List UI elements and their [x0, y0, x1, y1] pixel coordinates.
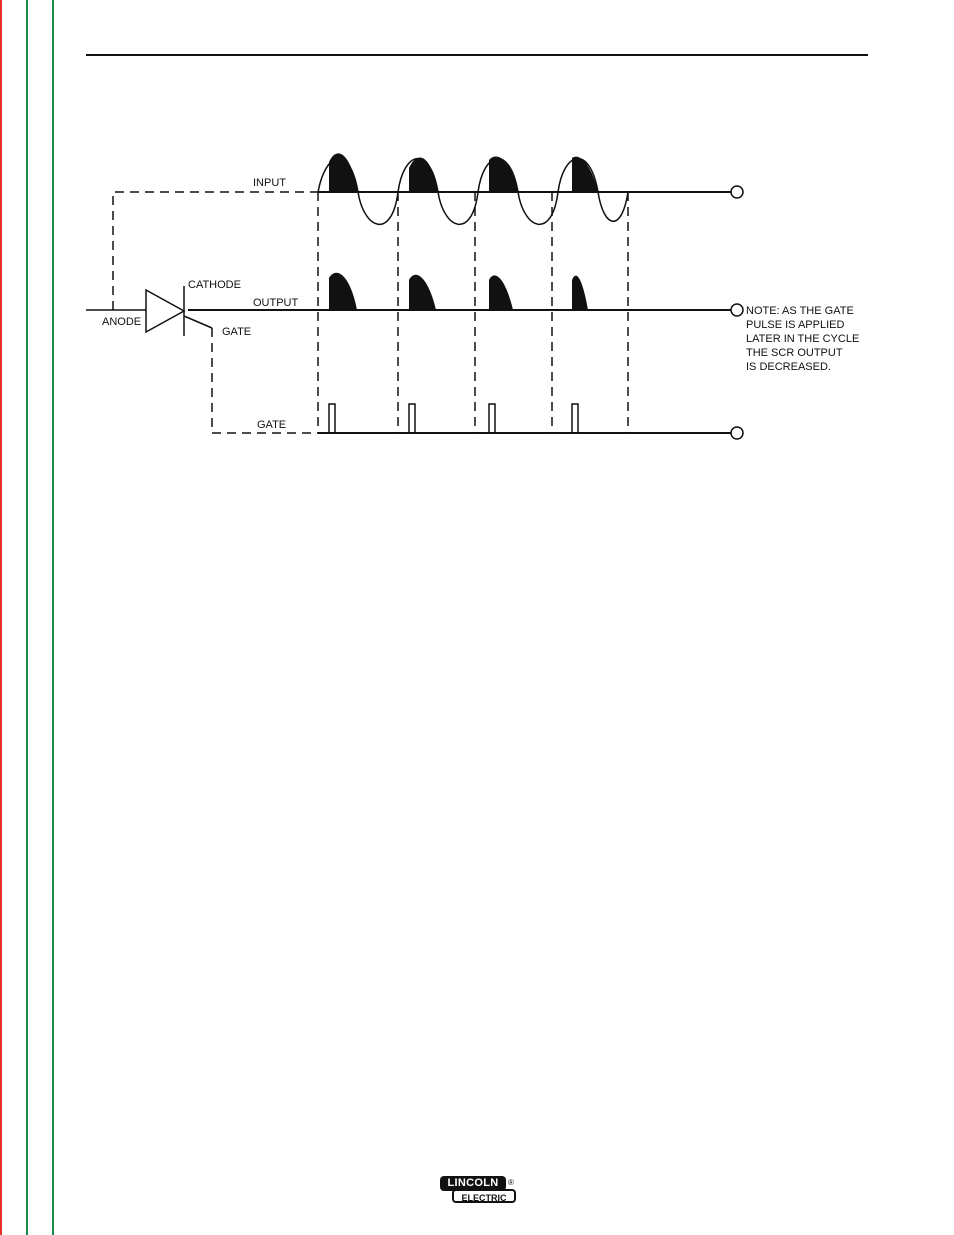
output-pulse-2 — [409, 275, 436, 310]
lincoln-electric-logo: LINCOLN ELECTRIC ® — [440, 1176, 520, 1206]
output-pulse-1 — [329, 273, 357, 310]
note-block: NOTE: AS THE GATE PULSE IS APPLIED LATER… — [746, 305, 859, 373]
input-label: INPUT — [253, 177, 286, 189]
output-pulse-3 — [489, 275, 513, 310]
output-terminal — [731, 304, 743, 316]
anode-dashed-lead — [113, 192, 318, 310]
input-conduction-1 — [329, 153, 358, 192]
input-terminal — [731, 186, 743, 198]
note-line-5: IS DECREASED. — [746, 361, 831, 373]
note-line-2: PULSE IS APPLIED — [746, 319, 844, 331]
gate-dashed-lead — [212, 328, 318, 433]
gate-pulse-4 — [572, 404, 578, 433]
gate-terminal-label: GATE — [222, 326, 251, 338]
note-line-1: NOTE: AS THE GATE — [746, 305, 854, 317]
cathode-label: CATHODE — [188, 279, 241, 291]
note-line-3: LATER IN THE CYCLE — [746, 333, 859, 345]
output-label: OUTPUT — [253, 297, 299, 309]
registered-mark: ® — [508, 1178, 514, 1187]
note-line-4: THE SCR OUTPUT — [746, 347, 843, 359]
gate-pulse-2 — [409, 404, 415, 433]
gate-signal-label: GATE — [257, 419, 286, 431]
output-pulse-4 — [572, 276, 588, 310]
gate-pulse-1 — [329, 404, 335, 433]
scr-triangle — [146, 290, 184, 332]
logo-bottom-text: ELECTRIC — [452, 1189, 516, 1203]
gate-lead — [184, 316, 212, 328]
gate-pulse-3 — [489, 404, 495, 433]
gate-terminal — [731, 427, 743, 439]
anode-label: ANODE — [102, 316, 141, 328]
